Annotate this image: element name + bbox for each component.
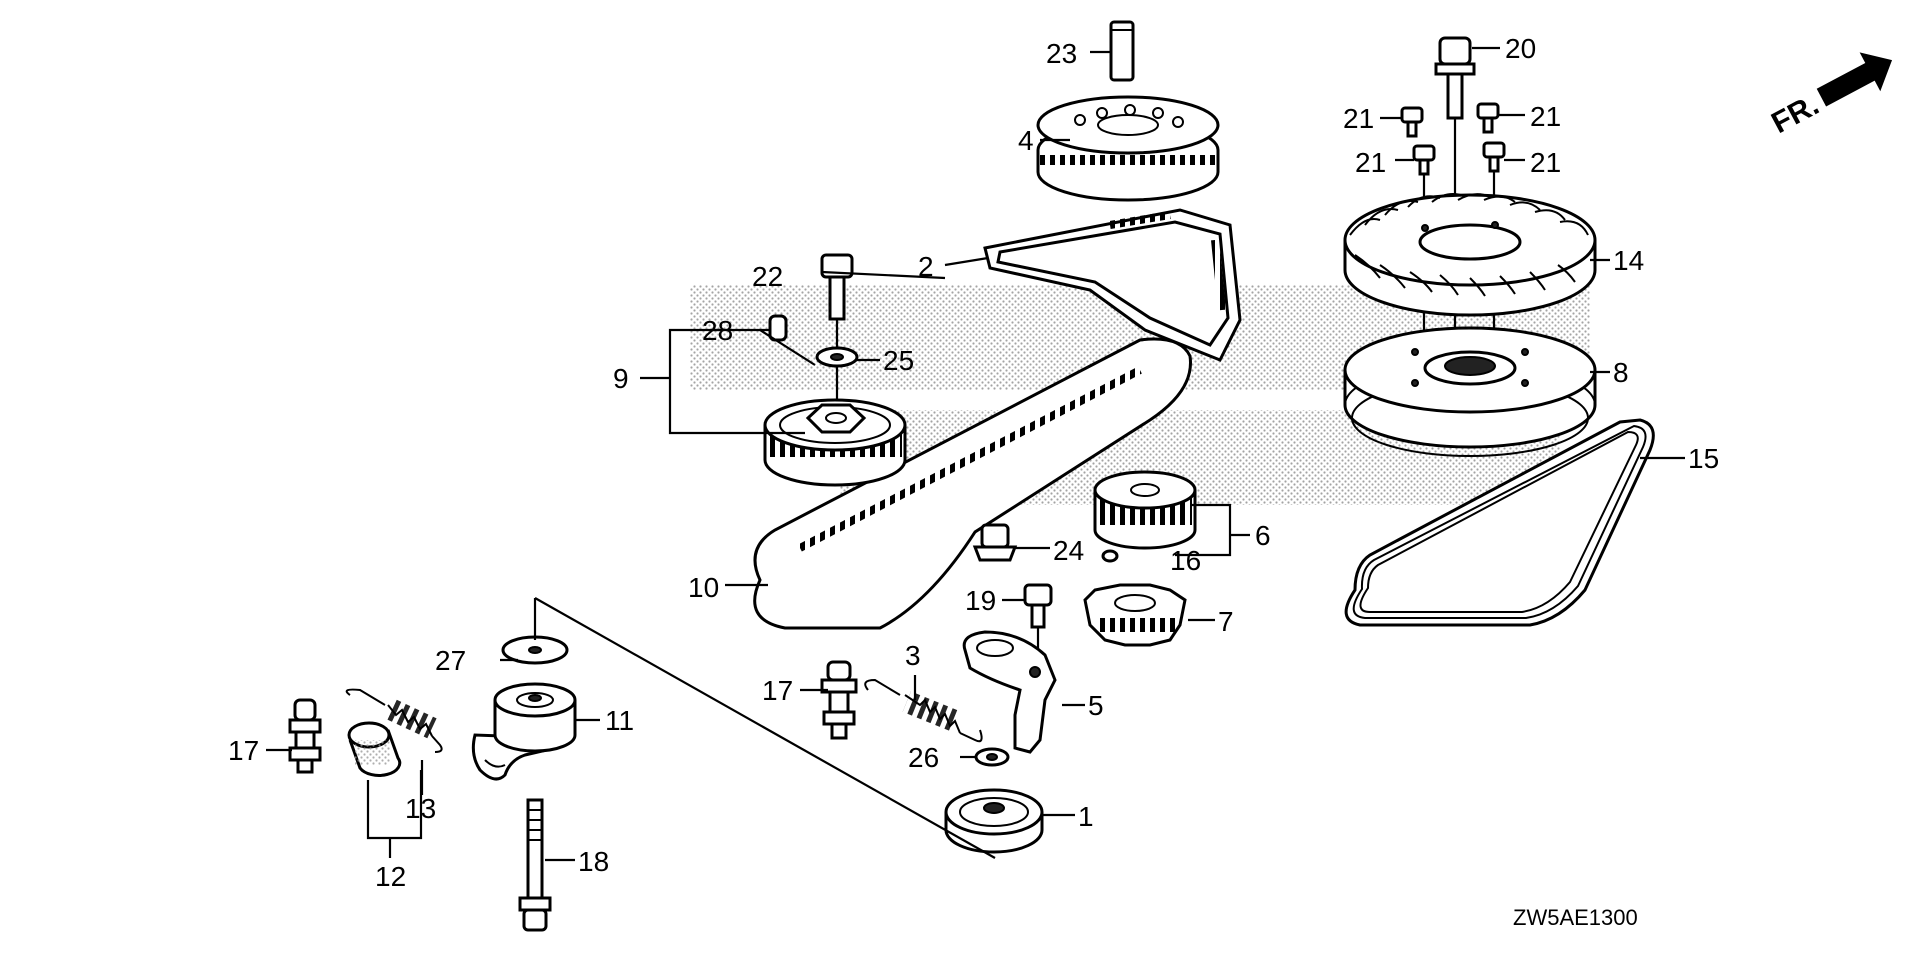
callout-24: 27 bbox=[435, 645, 466, 676]
part-6-gear bbox=[1093, 470, 1197, 550]
callout-28: 28 bbox=[702, 315, 733, 346]
part-17-bolt-left bbox=[288, 698, 322, 774]
part-14-fan bbox=[1343, 193, 1597, 317]
callout-4: 4 bbox=[1018, 125, 1034, 156]
bracket-12 bbox=[366, 770, 423, 858]
callout-14: 14 bbox=[1613, 245, 1644, 276]
callout-6: 6 bbox=[1255, 520, 1271, 551]
callout-22: 22 bbox=[752, 261, 783, 292]
part-7-sprocket bbox=[1083, 583, 1187, 647]
part-16-key bbox=[1101, 549, 1119, 563]
part-10-belt bbox=[753, 337, 1192, 630]
callout-12: 12 bbox=[375, 861, 406, 892]
callout-23: 24 bbox=[1053, 535, 1084, 566]
callout-21-d: 21 bbox=[1530, 147, 1561, 178]
callout-18: 18 bbox=[578, 846, 609, 877]
part-8-flywheel bbox=[1343, 326, 1597, 457]
callout-7: 7 bbox=[1218, 606, 1234, 637]
callout-9: 9 bbox=[613, 363, 629, 394]
callout-21-c: 21 bbox=[1355, 147, 1386, 178]
diagram-code: ZW5AE1300 bbox=[1513, 905, 1638, 930]
part-22-bolt bbox=[820, 253, 854, 420]
callout-17-center: 17 bbox=[762, 675, 793, 706]
callout-1: 1 bbox=[1078, 801, 1094, 832]
part-13-spring bbox=[345, 688, 443, 753]
callout-16: 16 bbox=[1170, 545, 1201, 576]
part-2-belt bbox=[983, 208, 1242, 362]
callout-21-b: 21 bbox=[1530, 101, 1561, 132]
part-12-collar bbox=[347, 721, 402, 777]
callout-13: 13 bbox=[405, 793, 436, 824]
callout-25: 25 bbox=[883, 345, 914, 376]
part-4-pulley bbox=[1036, 95, 1220, 202]
bracket-11-area bbox=[533, 597, 996, 859]
part-15-belt bbox=[1344, 418, 1655, 627]
callout-11: 11 bbox=[605, 705, 634, 736]
part-25-washer bbox=[815, 346, 859, 368]
callout-15: 15 bbox=[1688, 443, 1719, 474]
part-3-spring bbox=[864, 678, 983, 743]
part-18-bolt bbox=[518, 798, 552, 932]
callout-2: 2 bbox=[918, 251, 934, 282]
callout-20: 20 bbox=[1505, 33, 1536, 64]
callout-19: 19 bbox=[965, 585, 996, 616]
part-17-bolt-center bbox=[820, 660, 858, 740]
callout-26: 26 bbox=[908, 742, 939, 773]
part-23-plug bbox=[972, 523, 1018, 562]
arrow-icon bbox=[1816, 52, 1893, 107]
leader-lines bbox=[266, 46, 1685, 862]
bracket-6 bbox=[1175, 503, 1250, 557]
callout-10: 10 bbox=[688, 572, 719, 603]
part-19-bolt bbox=[1023, 583, 1053, 665]
callout-21-a: 21 bbox=[1343, 103, 1374, 134]
direction-label: FR. bbox=[1766, 88, 1824, 140]
bracket-9 bbox=[640, 328, 816, 435]
part-28-pin bbox=[768, 314, 788, 342]
part-11-tensioner bbox=[471, 682, 577, 781]
part-1-pulley bbox=[944, 788, 1044, 854]
direction-arrow: FR. bbox=[1766, 52, 1893, 140]
callout-27: 23 bbox=[1046, 38, 1077, 69]
callout-17-left: 17 bbox=[228, 735, 259, 766]
callout-3: 3 bbox=[905, 640, 921, 671]
callouts: 23 4 2 22 28 25 9 10 24 6 16 19 7 3 17 5… bbox=[228, 33, 1719, 892]
part-5-arm bbox=[962, 630, 1057, 754]
part-27-pin bbox=[1109, 20, 1135, 82]
callout-8: 8 bbox=[1613, 357, 1629, 388]
part-26-washer bbox=[974, 747, 1010, 767]
callout-5: 5 bbox=[1088, 690, 1104, 721]
part-9-pulley bbox=[763, 398, 907, 487]
